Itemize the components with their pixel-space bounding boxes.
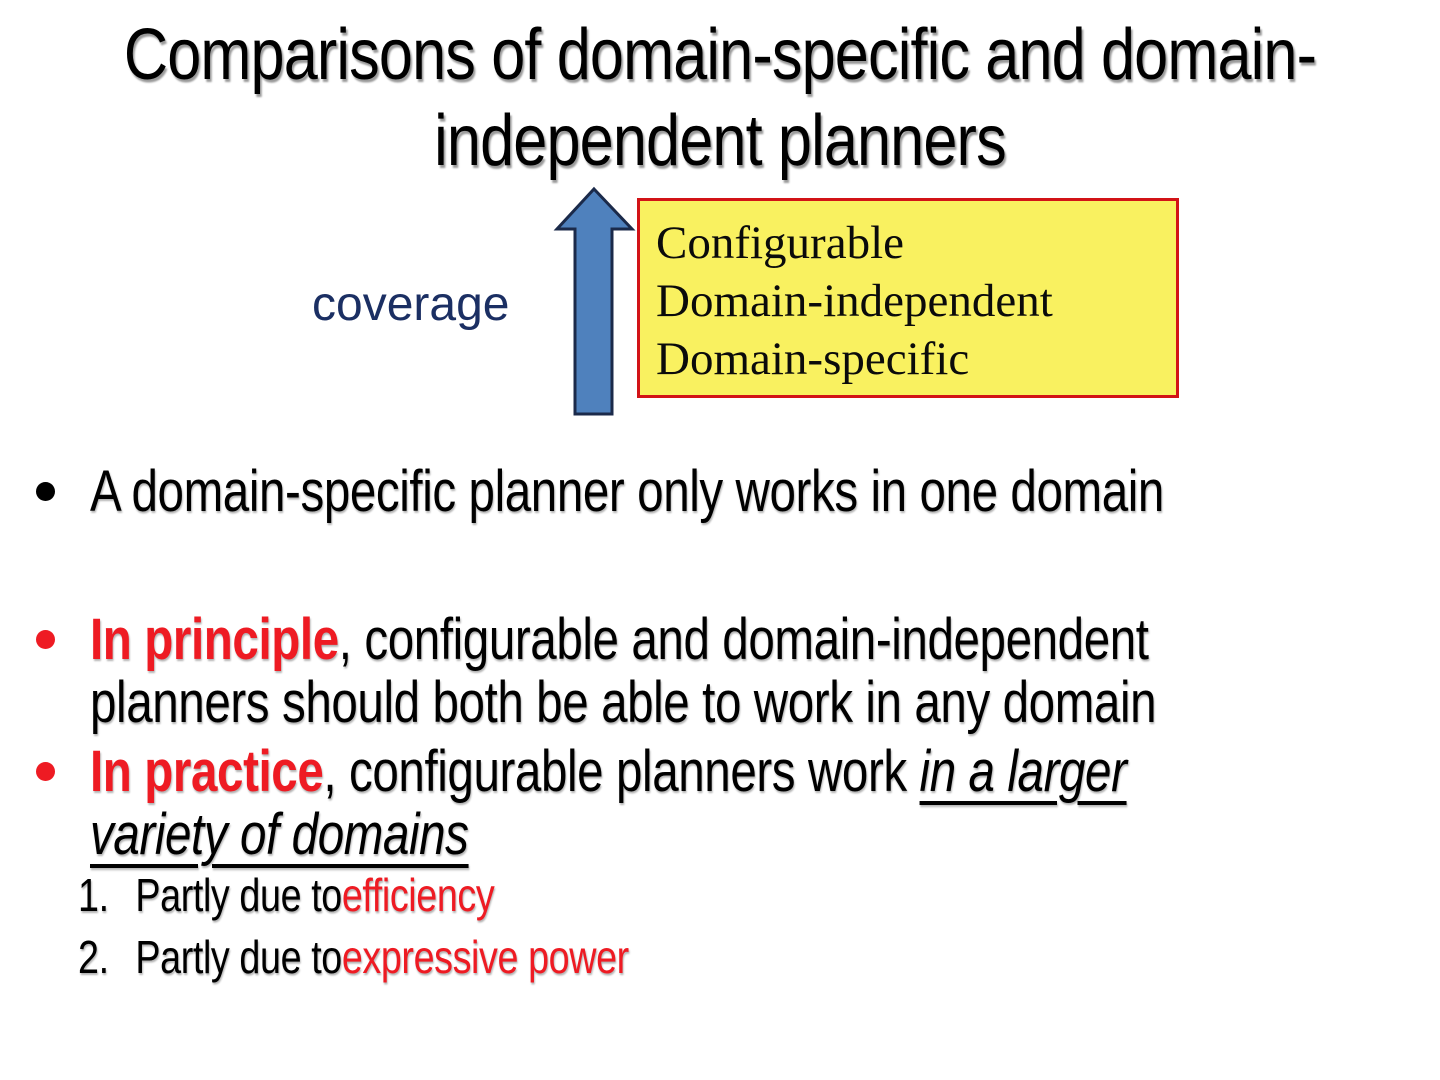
text-segment: in a larger bbox=[919, 739, 1127, 804]
bullet-text: In practice, configurable planners work … bbox=[90, 740, 1354, 866]
text-segment: Partly due to bbox=[135, 931, 342, 983]
up-arrow-shape bbox=[553, 186, 636, 416]
bullet-dot-icon bbox=[36, 762, 55, 781]
up-arrow-icon bbox=[548, 186, 640, 418]
numbered-item-marker: 2. bbox=[78, 931, 109, 983]
numbered-item: 2. Partly due to expressive power bbox=[78, 926, 629, 988]
text-segment: In principle bbox=[90, 607, 339, 672]
numbered-item: 1. Partly due to efficiency bbox=[78, 864, 629, 926]
slide-title-line2: independent planners bbox=[434, 101, 1007, 181]
text-segment: efficiency bbox=[341, 869, 495, 921]
legend-box: Configurable Domain-independent Domain-s… bbox=[637, 198, 1179, 398]
legend-item-domain-independent: Domain-independent bbox=[656, 275, 1053, 327]
bullet-text: A domain-specific planner only works in … bbox=[90, 460, 1400, 523]
bullet-line: In practice, configurable planners work … bbox=[90, 740, 1127, 803]
text-segment: planners should both be able to work in … bbox=[90, 670, 1157, 735]
slide-title-line1: Comparisons of domain-specific and domai… bbox=[123, 15, 1317, 95]
numbered-list: 1. Partly due to efficiency 2. Partly due t… bbox=[78, 864, 750, 988]
bullet-line: A domain-specific planner only works in … bbox=[90, 460, 1164, 523]
bullet-line: variety of domains bbox=[90, 803, 1127, 866]
text-segment: , configurable planners work bbox=[323, 739, 920, 804]
legend-item-domain-specific: Domain-specific bbox=[656, 333, 970, 385]
bullet-item: In practice, configurable planners work … bbox=[36, 740, 1354, 866]
bullet-item: A domain-specific planner only works in … bbox=[36, 460, 1400, 523]
bullet-dot-icon bbox=[36, 630, 55, 649]
bullet-text: In principle, configurable and domain-in… bbox=[90, 608, 1390, 734]
coverage-label: coverage bbox=[312, 278, 510, 331]
text-segment: , configurable and domain-independent bbox=[338, 607, 1149, 672]
text-segment: A domain-specific planner only works in … bbox=[90, 459, 1164, 524]
slide-title: Comparisons of domain-specific and domai… bbox=[108, 12, 1332, 184]
text-segment: variety of domains bbox=[90, 802, 469, 867]
bullet-line: In principle, configurable and domain-in… bbox=[90, 608, 1156, 671]
text-segment: Partly due to bbox=[135, 869, 342, 921]
bullet-line: planners should both be able to work in … bbox=[90, 670, 1157, 735]
up-arrow-svg bbox=[553, 186, 636, 416]
bullet-item: In principle, configurable and domain-in… bbox=[36, 608, 1390, 734]
text-segment: expressive power bbox=[341, 931, 629, 983]
bullet-dot-icon bbox=[36, 482, 55, 501]
text-segment: In practice bbox=[90, 739, 324, 804]
legend-item-configurable: Configurable bbox=[656, 217, 904, 269]
numbered-item-marker: 1. bbox=[78, 869, 109, 921]
